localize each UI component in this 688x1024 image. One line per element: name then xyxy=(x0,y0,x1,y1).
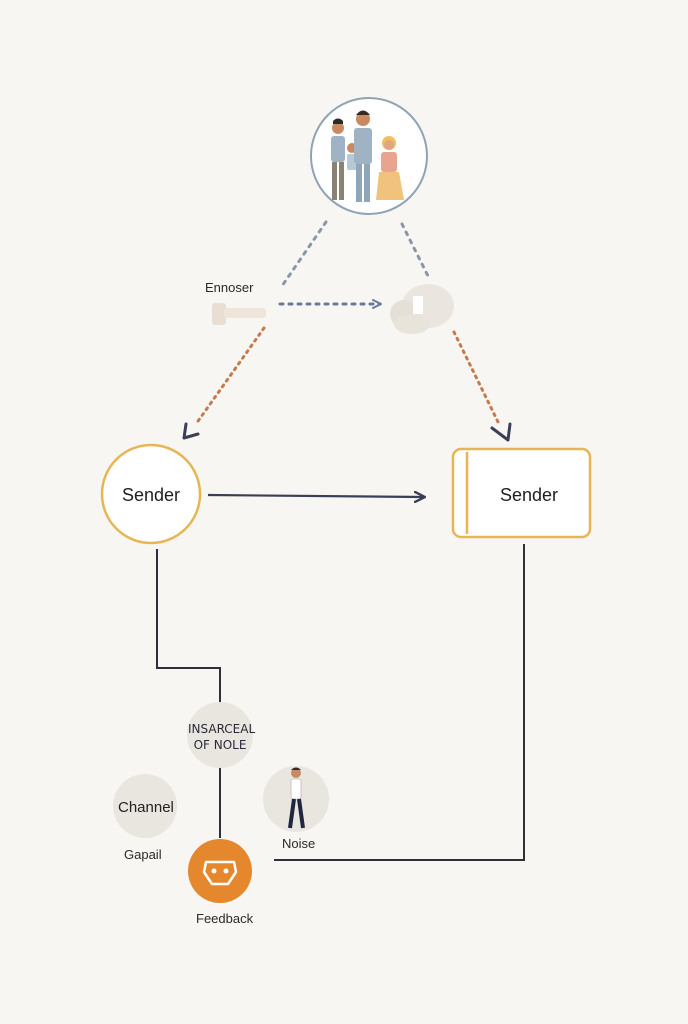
arrow-sender-to-sender xyxy=(207,495,424,497)
noise-person-icon xyxy=(263,766,329,832)
link-decoder-sender-right xyxy=(452,330,502,428)
gapail-label: Gapail xyxy=(124,847,162,862)
link-people-encoder xyxy=(280,220,328,288)
arrowhead-sender-right xyxy=(490,422,512,442)
noise-label: Noise xyxy=(282,836,316,851)
insarcecal-line2: OF NOLE xyxy=(193,738,247,752)
link-sender-right-feedback xyxy=(274,544,525,861)
link-sender-insarcecal xyxy=(156,549,221,702)
link-people-decoder xyxy=(400,222,430,278)
arrowhead-sender-left xyxy=(182,422,200,440)
feedback-label: Feedback xyxy=(196,911,254,926)
channel-label: Channel xyxy=(118,799,174,816)
insarcecal-line1: INSARCEAL xyxy=(188,722,256,736)
insarcecal-node xyxy=(187,702,253,768)
sender-left-node xyxy=(100,443,202,545)
feedback-icon xyxy=(188,839,252,903)
speech-bubble-icon xyxy=(390,284,454,334)
people-group-icon xyxy=(310,97,428,215)
encoder-label: Ennoser xyxy=(205,280,254,295)
sender-right-node xyxy=(451,447,592,539)
sender-right-label: Sender xyxy=(500,485,559,505)
encoder-icon xyxy=(212,303,266,325)
link-encoder-sender-left xyxy=(194,326,266,426)
insarcecal-label: INSARCEAL OF NOLE xyxy=(188,721,256,753)
sender-left-label: Sender xyxy=(122,485,181,505)
channel-node xyxy=(113,774,177,838)
